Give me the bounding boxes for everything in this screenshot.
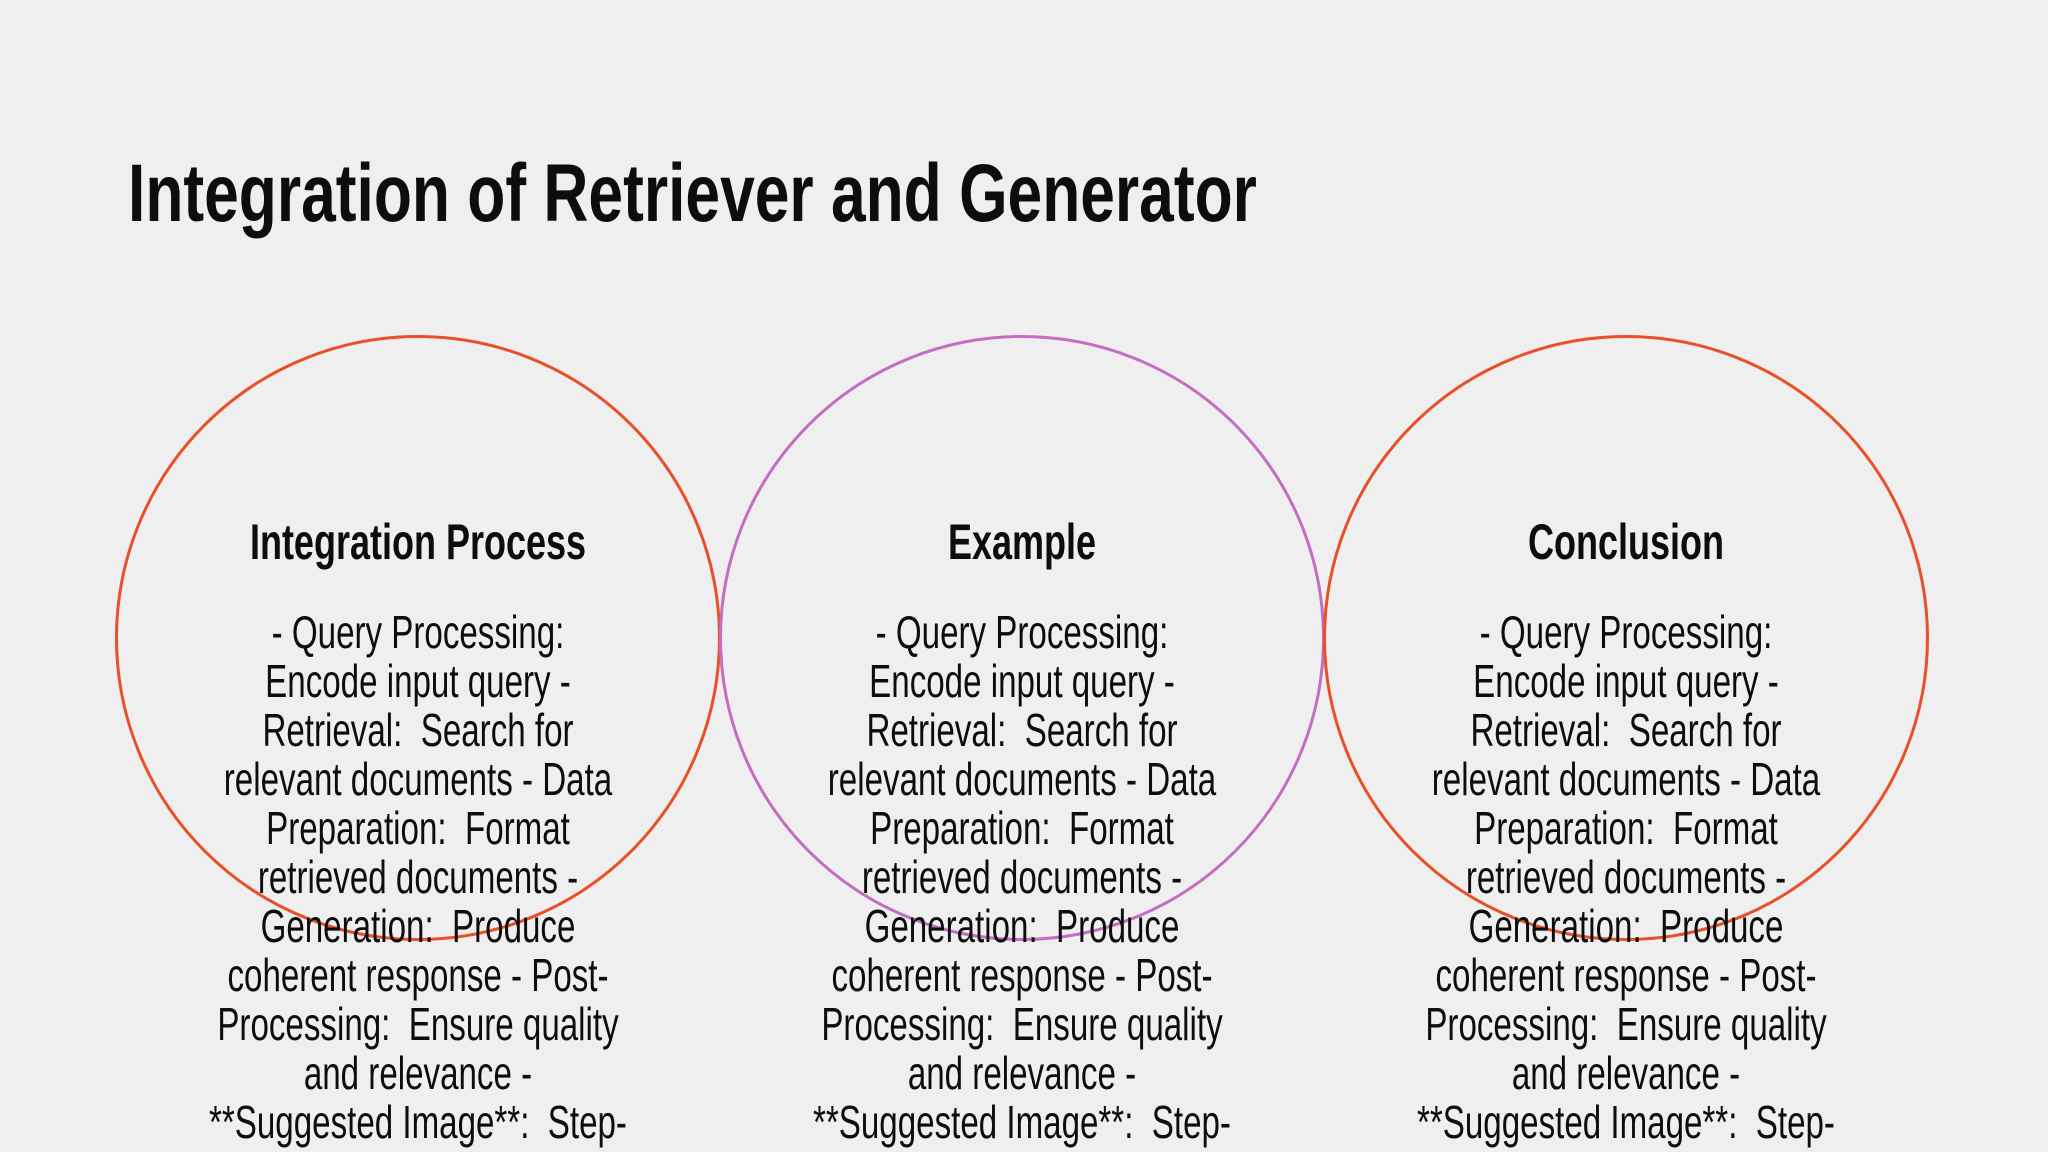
circle-text-integration-process: Integration Process - Query Processing:E… <box>180 516 655 1147</box>
body-line: Encode input query - <box>265 655 571 707</box>
body-line: Encode input query - <box>869 655 1175 707</box>
body-line: **Suggested Image**: Step- <box>1417 1096 1835 1148</box>
body-line: - Query Processing: <box>1479 606 1773 658</box>
body-line: coherent response - Post- <box>227 949 609 1001</box>
body-line: Processing: Ensure quality <box>821 998 1223 1050</box>
body-line: retrieved documents - <box>861 851 1183 903</box>
body-line: Encode input query - <box>1473 655 1779 707</box>
body-line: Preparation: Format <box>870 802 1174 854</box>
body-line: - Query Processing: <box>875 606 1169 658</box>
body-line: relevant documents - Data <box>223 753 613 805</box>
circle-heading-conclusion: Conclusion <box>1528 514 1724 570</box>
circle-heading-example: Example <box>947 514 1097 570</box>
body-line: - Query Processing: <box>271 606 565 658</box>
circle-body-example: - Query Processing:Encode input query -R… <box>784 608 1259 1147</box>
body-line: Preparation: Format <box>266 802 570 854</box>
body-line: Generation: Produce <box>864 900 1180 952</box>
body-line: retrieved documents - <box>1465 851 1787 903</box>
body-line: Processing: Ensure quality <box>1425 998 1827 1050</box>
body-line: Retrieval: Search for <box>1470 704 1782 756</box>
body-line: and relevance - <box>303 1047 533 1099</box>
slide-title: Integration of Retriever and Generator <box>128 147 1257 239</box>
circle-heading-integration-process: Integration Process <box>249 514 587 570</box>
body-line: and relevance - <box>907 1047 1137 1099</box>
circle-text-conclusion: Conclusion - Query Processing:Encode inp… <box>1388 516 1863 1147</box>
body-line: relevant documents - Data <box>827 753 1217 805</box>
body-line: Processing: Ensure quality <box>217 998 619 1050</box>
circle-body-integration-process: - Query Processing:Encode input query -R… <box>180 608 655 1147</box>
body-line: and relevance - <box>1511 1047 1741 1099</box>
body-line: relevant documents - Data <box>1431 753 1821 805</box>
body-line: Generation: Produce <box>260 900 576 952</box>
body-line: coherent response - Post- <box>1435 949 1817 1001</box>
body-line: Retrieval: Search for <box>262 704 574 756</box>
body-line: retrieved documents - <box>257 851 579 903</box>
circle-text-example: Example - Query Processing:Encode input … <box>784 516 1259 1147</box>
body-line: Generation: Produce <box>1468 900 1784 952</box>
body-line: **Suggested Image**: Step- <box>813 1096 1231 1148</box>
body-line: Retrieval: Search for <box>866 704 1178 756</box>
body-line: coherent response - Post- <box>831 949 1213 1001</box>
body-line: **Suggested Image**: Step- <box>209 1096 627 1148</box>
circle-body-conclusion: - Query Processing:Encode input query -R… <box>1388 608 1863 1147</box>
body-line: Preparation: Format <box>1474 802 1778 854</box>
circle-conclusion <box>1323 335 1929 941</box>
